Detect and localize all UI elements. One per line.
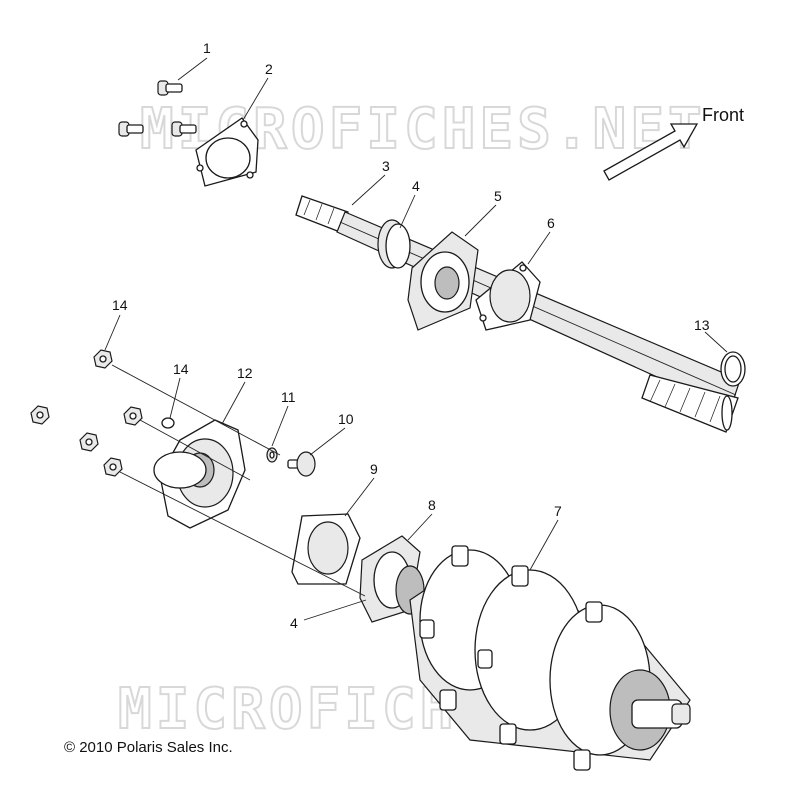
callout-2: 2 [265, 61, 273, 77]
callout-1: 1 [203, 40, 211, 56]
callout-14-upper: 14 [112, 297, 128, 313]
callout-6: 6 [547, 215, 555, 231]
gasket-part-2 [195, 117, 259, 187]
callout-7: 7 [554, 503, 562, 519]
callout-11: 11 [281, 389, 296, 405]
gasket-part-9 [291, 513, 361, 585]
callout-13: 13 [694, 317, 710, 333]
callout-10: 10 [338, 411, 354, 427]
front-direction-arrow [603, 123, 699, 181]
callout-14-lower: 14 [173, 361, 189, 377]
flange-part-5 [407, 231, 479, 331]
leader-lines [104, 57, 728, 621]
callout-4-shaft: 4 [412, 178, 420, 194]
callout-12: 12 [237, 365, 253, 381]
callout-5: 5 [494, 188, 502, 204]
nut-part-14 [30, 349, 175, 477]
callout-9: 9 [370, 461, 378, 477]
copyright-notice: © 2010 Polaris Sales Inc. [64, 739, 233, 756]
gasket-part-6 [475, 261, 541, 331]
callout-8: 8 [428, 497, 436, 513]
bearing-part-4 [377, 219, 411, 269]
bolt-part-1 [118, 80, 197, 137]
callout-3: 3 [382, 158, 390, 174]
plug-part-10 [287, 451, 316, 477]
flange-plate-part-12 [153, 419, 246, 529]
callout-4-lower: 4 [290, 615, 298, 631]
washer-part-11 [266, 447, 278, 463]
front-label: Front [702, 105, 744, 125]
track-drive-part-7 [409, 545, 691, 771]
o-ring-part-13 [720, 351, 746, 387]
